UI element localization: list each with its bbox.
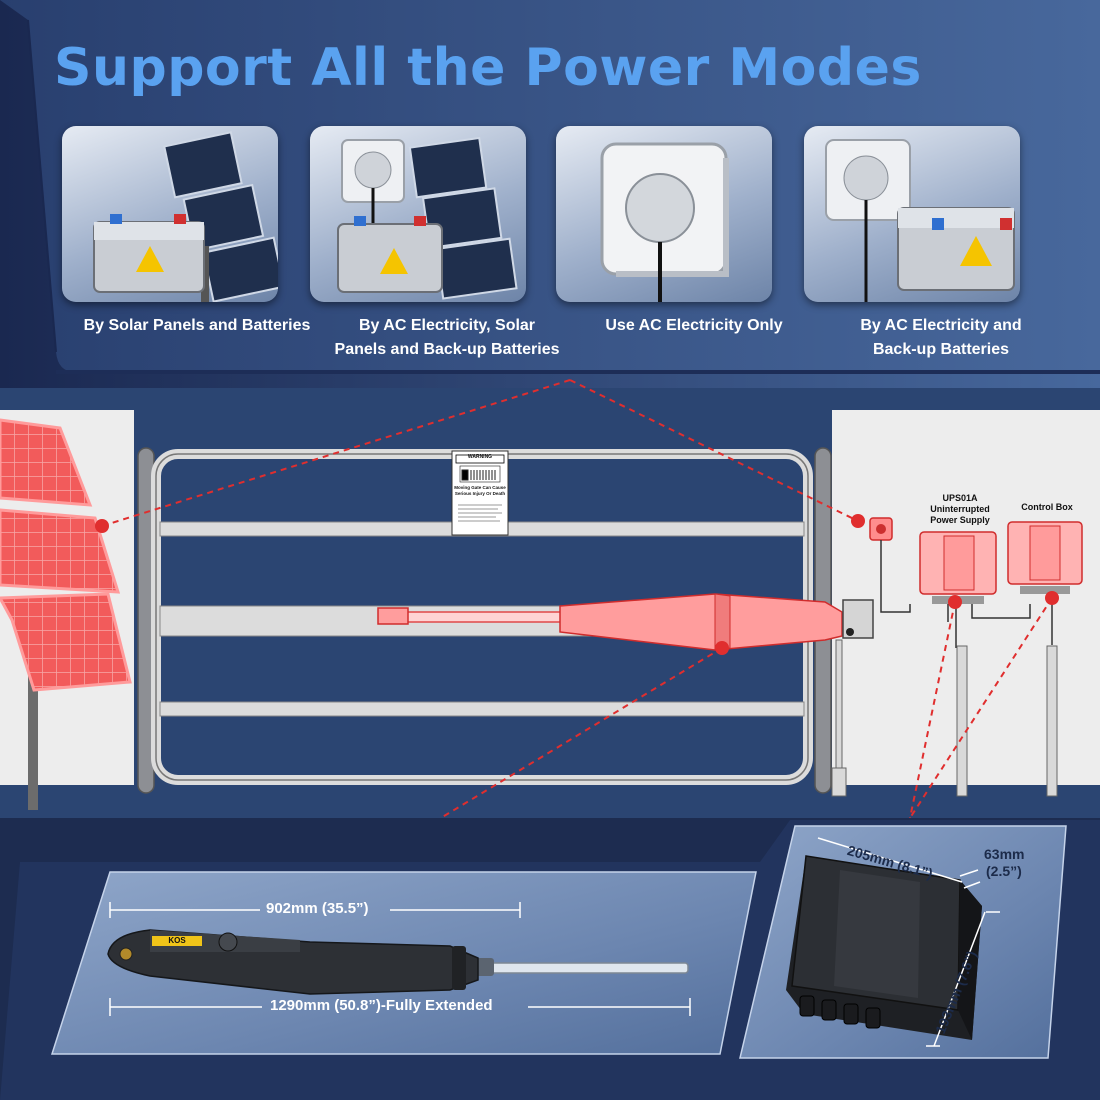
solar-battery-icon bbox=[93, 131, 278, 302]
mode-label-ac-only: Use AC Electricity Only bbox=[605, 317, 783, 334]
ups-box-red bbox=[919, 531, 1031, 648]
control-box-red bbox=[1007, 521, 1083, 645]
opener-retracted-length: 902mm (35.5”) bbox=[266, 900, 369, 917]
mode-card-solar-batteries bbox=[62, 126, 278, 302]
mode-label-ac-solar-batteries: By AC Electricity, Solar Panels and Back… bbox=[334, 317, 560, 358]
mode-label-solar-batteries: By Solar Panels and Batteries bbox=[83, 317, 311, 334]
control-box-product bbox=[786, 855, 982, 1040]
ups-label: UPS01A Uninterrupted Power Supply bbox=[930, 493, 990, 525]
control-box-label: Control Box bbox=[1021, 502, 1073, 512]
gate-opener-product bbox=[107, 929, 689, 995]
ac-outlet-icon bbox=[600, 142, 729, 302]
gate-opener-red bbox=[377, 593, 874, 651]
control-box-depth-in: (2.5”) bbox=[986, 863, 1022, 879]
solar-panel-red bbox=[0, 418, 132, 810]
opener-extended-length: 1290mm (50.8”)-Fully Extended bbox=[270, 997, 493, 1014]
mode-card-ac-solar-batteries bbox=[310, 126, 526, 302]
ac-battery-icon bbox=[825, 139, 1015, 302]
opener-brand: KOS bbox=[168, 936, 186, 945]
mode-card-ac-batteries bbox=[804, 126, 1020, 302]
control-box-depth-mm: 63mm bbox=[984, 846, 1025, 862]
ac-solar-battery-icon bbox=[337, 136, 518, 300]
mode-label-ac-batteries: By AC Electricity and Back-up Batteries bbox=[860, 317, 1022, 358]
warning-sign-headline: Moving Gate Can Cause Serious Injury Or … bbox=[454, 485, 506, 496]
page-title: Support All the Power Modes bbox=[54, 38, 922, 98]
mode-card-ac-only bbox=[556, 126, 772, 302]
warning-sign-header: WARNING bbox=[467, 454, 493, 460]
